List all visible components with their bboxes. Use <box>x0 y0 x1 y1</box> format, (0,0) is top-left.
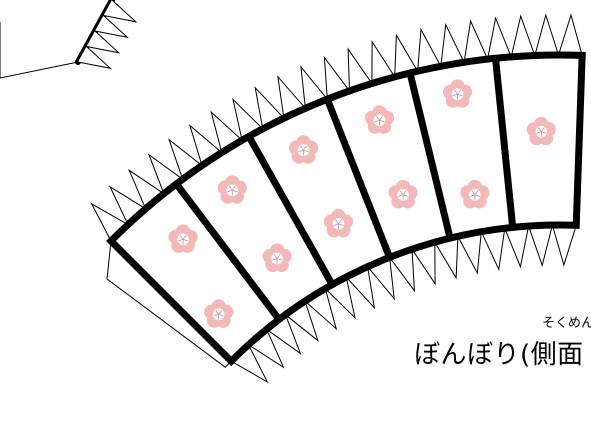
plum-blossom-icon <box>460 179 490 209</box>
glue-tab <box>534 13 559 56</box>
plum-blossom-icon <box>443 79 473 108</box>
plum-blossom-icon <box>323 208 354 238</box>
panel-divider <box>173 181 282 322</box>
glue-tab <box>411 242 436 286</box>
glue-tab <box>504 226 530 269</box>
glue-tab <box>551 224 577 267</box>
glue-tab <box>457 231 482 275</box>
plum-blossom-icon <box>364 105 395 134</box>
plum-blossom-icon <box>526 116 556 146</box>
glue-tab <box>463 19 489 63</box>
glue-tab <box>440 22 465 67</box>
template-title: ぼんぼり(側面 <box>414 340 584 370</box>
glue-tab <box>480 228 506 272</box>
glue-tab <box>417 27 442 72</box>
panel-divider <box>492 57 517 228</box>
plum-blossom-icon <box>168 224 198 253</box>
glue-tab <box>323 55 350 100</box>
panel-divider <box>406 72 454 240</box>
lantern-outline <box>106 51 586 367</box>
glue-tab <box>300 65 328 109</box>
plum-blossom-icon <box>262 243 292 273</box>
glue-tab <box>371 40 396 84</box>
glue-tab <box>487 16 512 60</box>
lantern-panels <box>106 51 586 367</box>
plum-blossom-icon <box>217 175 247 204</box>
blossom-decorations <box>168 79 556 328</box>
glue-tab <box>389 249 415 293</box>
glue-tab <box>434 236 459 280</box>
plum-blossom-icon <box>288 135 319 164</box>
glue-tab <box>347 47 373 91</box>
plum-blossom-icon <box>388 179 418 209</box>
glue-tab <box>528 224 553 268</box>
panel-divider <box>324 97 393 259</box>
glue-tab <box>367 257 395 301</box>
title-ruby: そくめん <box>542 316 591 331</box>
plum-blossom-icon <box>204 299 234 328</box>
glue-tab <box>510 14 536 58</box>
panel-divider <box>245 134 336 287</box>
previous-piece-fragment <box>0 0 138 79</box>
glue-tab <box>558 13 583 56</box>
glue-tab <box>394 33 419 77</box>
